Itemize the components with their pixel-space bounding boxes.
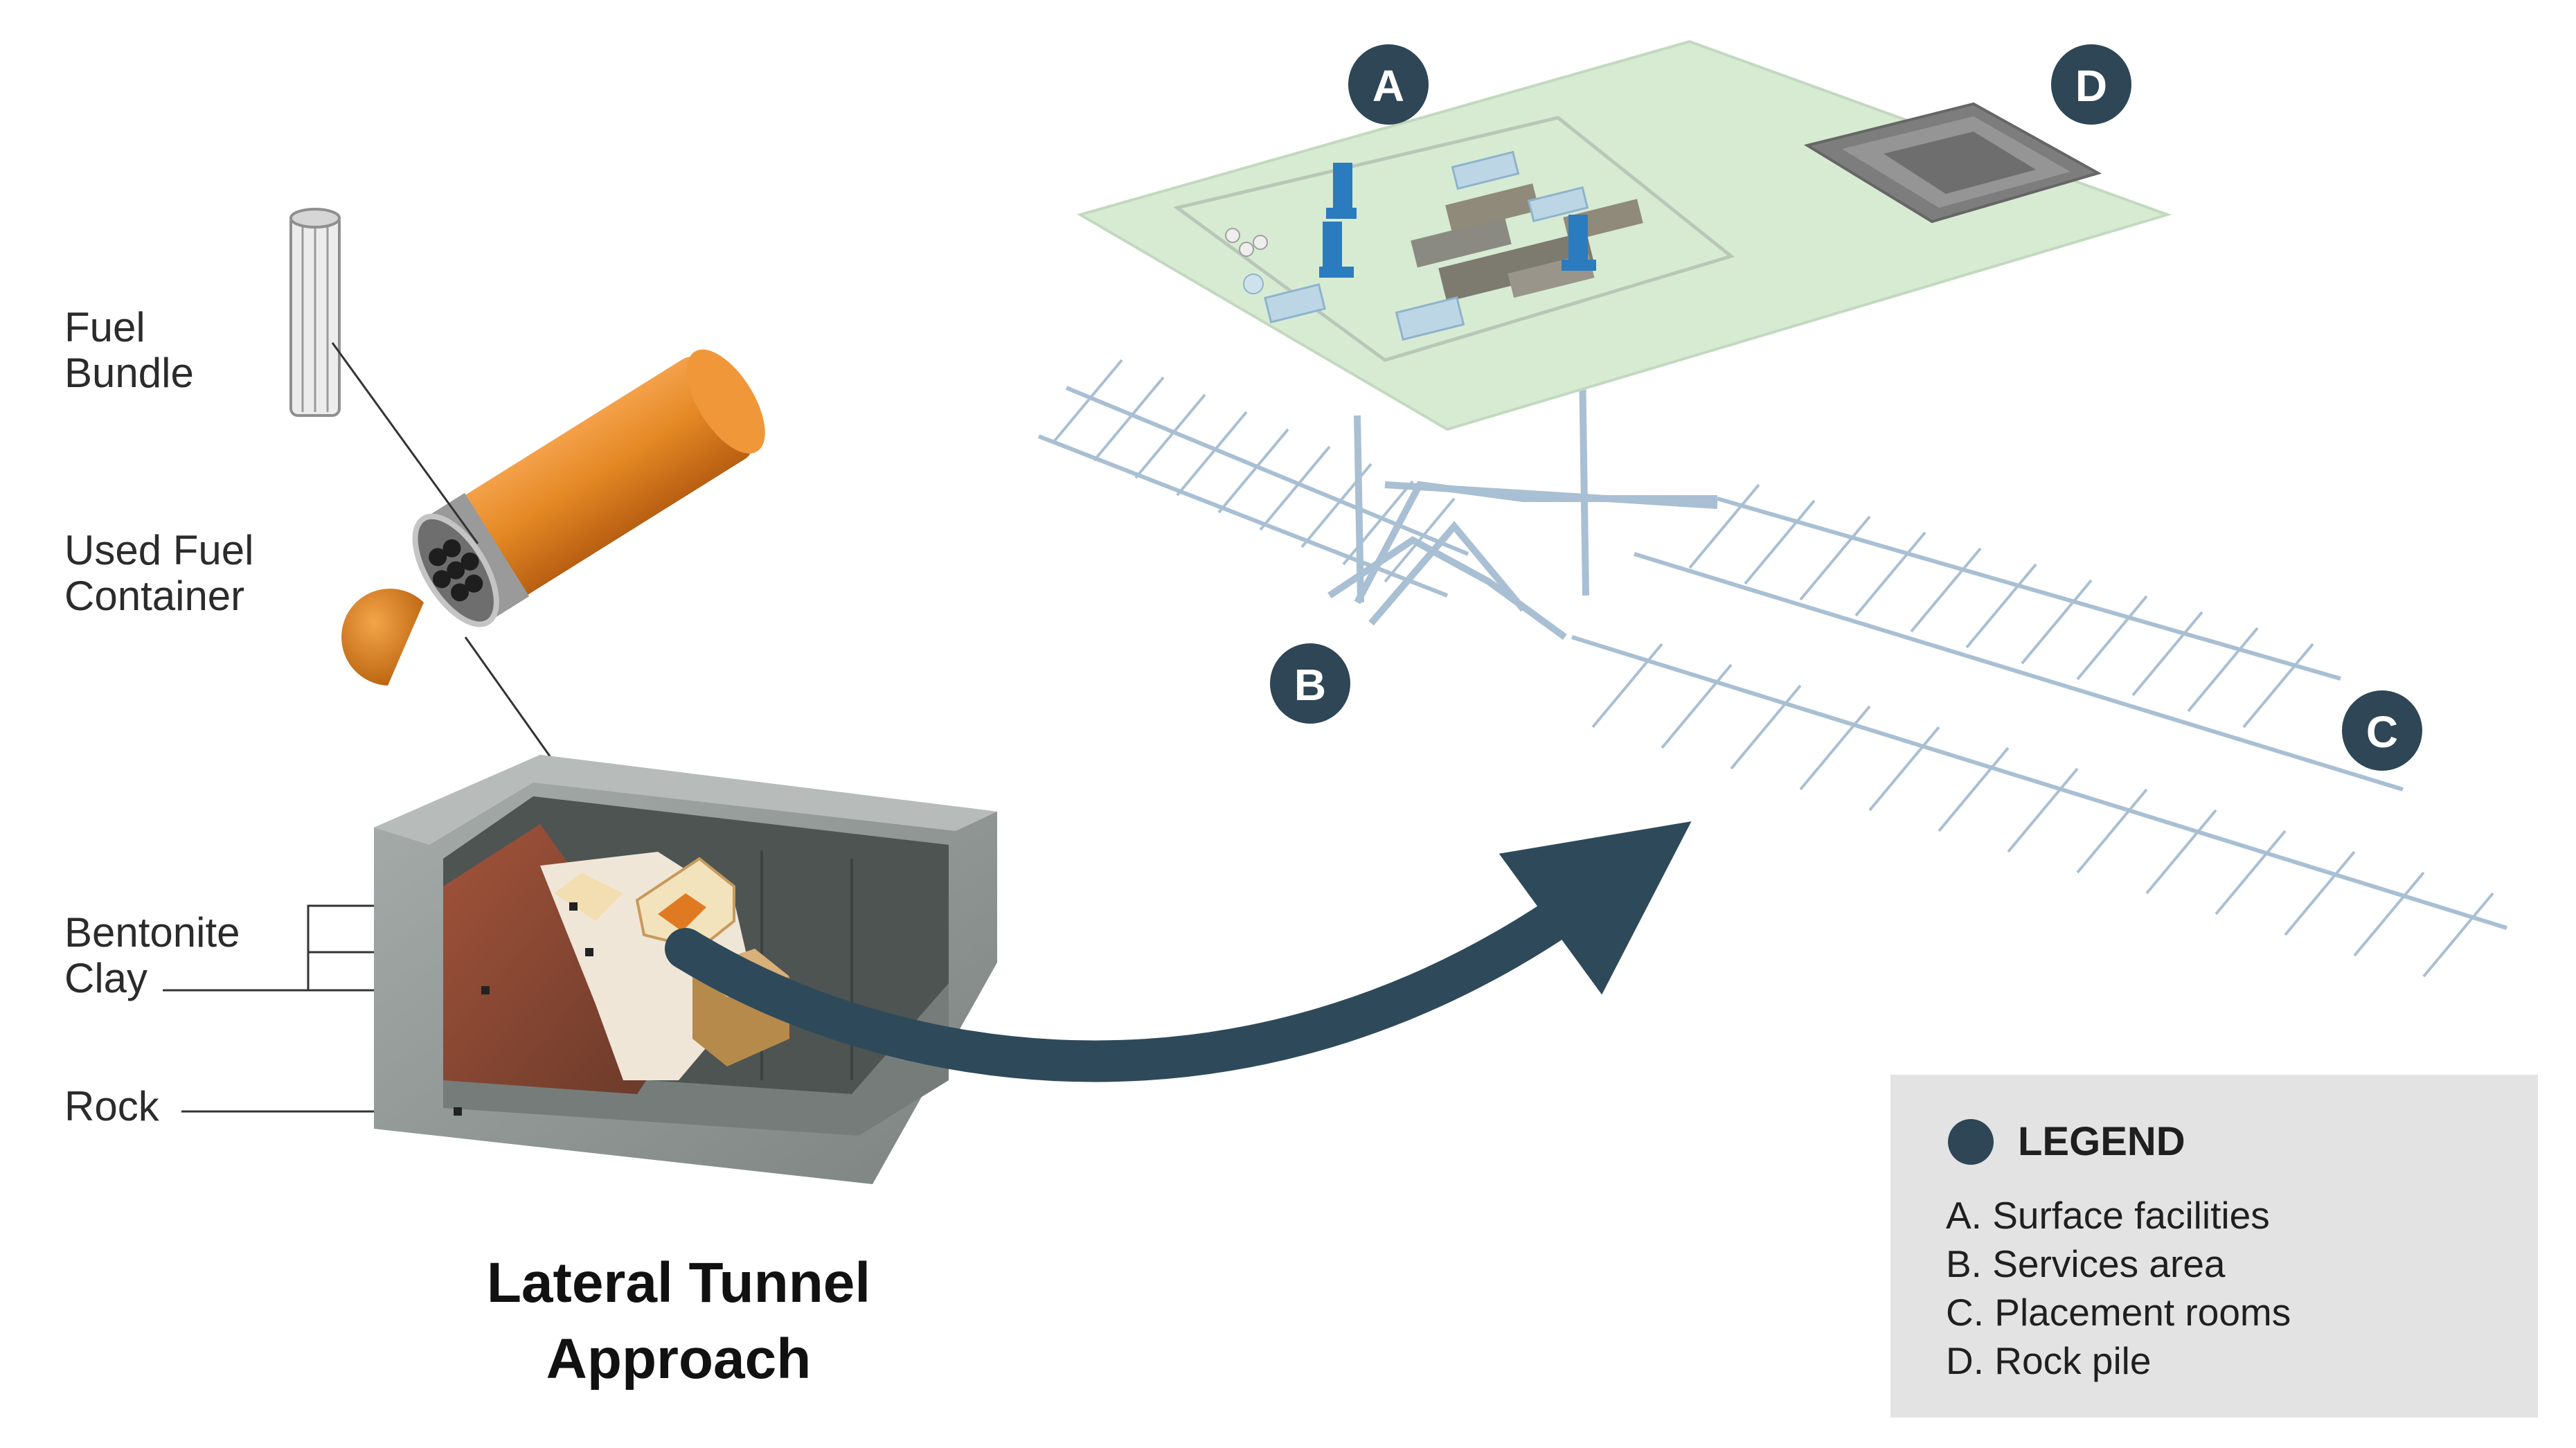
services-area (1327, 366, 1718, 641)
legend-dot-icon (1948, 1119, 1994, 1165)
legend-item: D. Rock pile (1946, 1339, 2152, 1382)
label-bentonite-clay: Bentonite Clay (64, 909, 240, 1001)
diagram-title: Lateral Tunnel Approach (486, 1251, 871, 1391)
marker-d: D (2051, 44, 2131, 125)
surface-facilities (1076, 39, 2172, 431)
used-fuel-container (341, 349, 765, 686)
svg-text:C: C (2366, 707, 2398, 757)
svg-text:B: B (1294, 660, 1326, 710)
marker-a: A (1348, 44, 1429, 125)
marker-c: C (2342, 690, 2422, 771)
marker-b: B (1270, 643, 1350, 724)
svg-text:A: A (1372, 61, 1404, 111)
legend-item: A. Surface facilities (1946, 1194, 2270, 1237)
placement-rooms (1037, 359, 2507, 978)
legend-item: B. Services area (1946, 1242, 2226, 1285)
label-used-fuel-container: Used Fuel Container (64, 527, 254, 619)
legend-list: A. Surface facilities B. Services area C… (1946, 1191, 2291, 1385)
fuel-bundle (289, 208, 341, 417)
legend-title: LEGEND (2018, 1119, 2185, 1164)
transition-arrow (665, 821, 1692, 1082)
svg-text:D: D (2075, 61, 2107, 111)
legend: LEGEND A. Surface facilities B. Services… (1890, 1075, 2538, 1418)
label-fuel-bundle: Fuel Bundle (64, 304, 194, 396)
label-rock: Rock (64, 1083, 159, 1129)
legend-item: C. Placement rooms (1946, 1291, 2291, 1334)
